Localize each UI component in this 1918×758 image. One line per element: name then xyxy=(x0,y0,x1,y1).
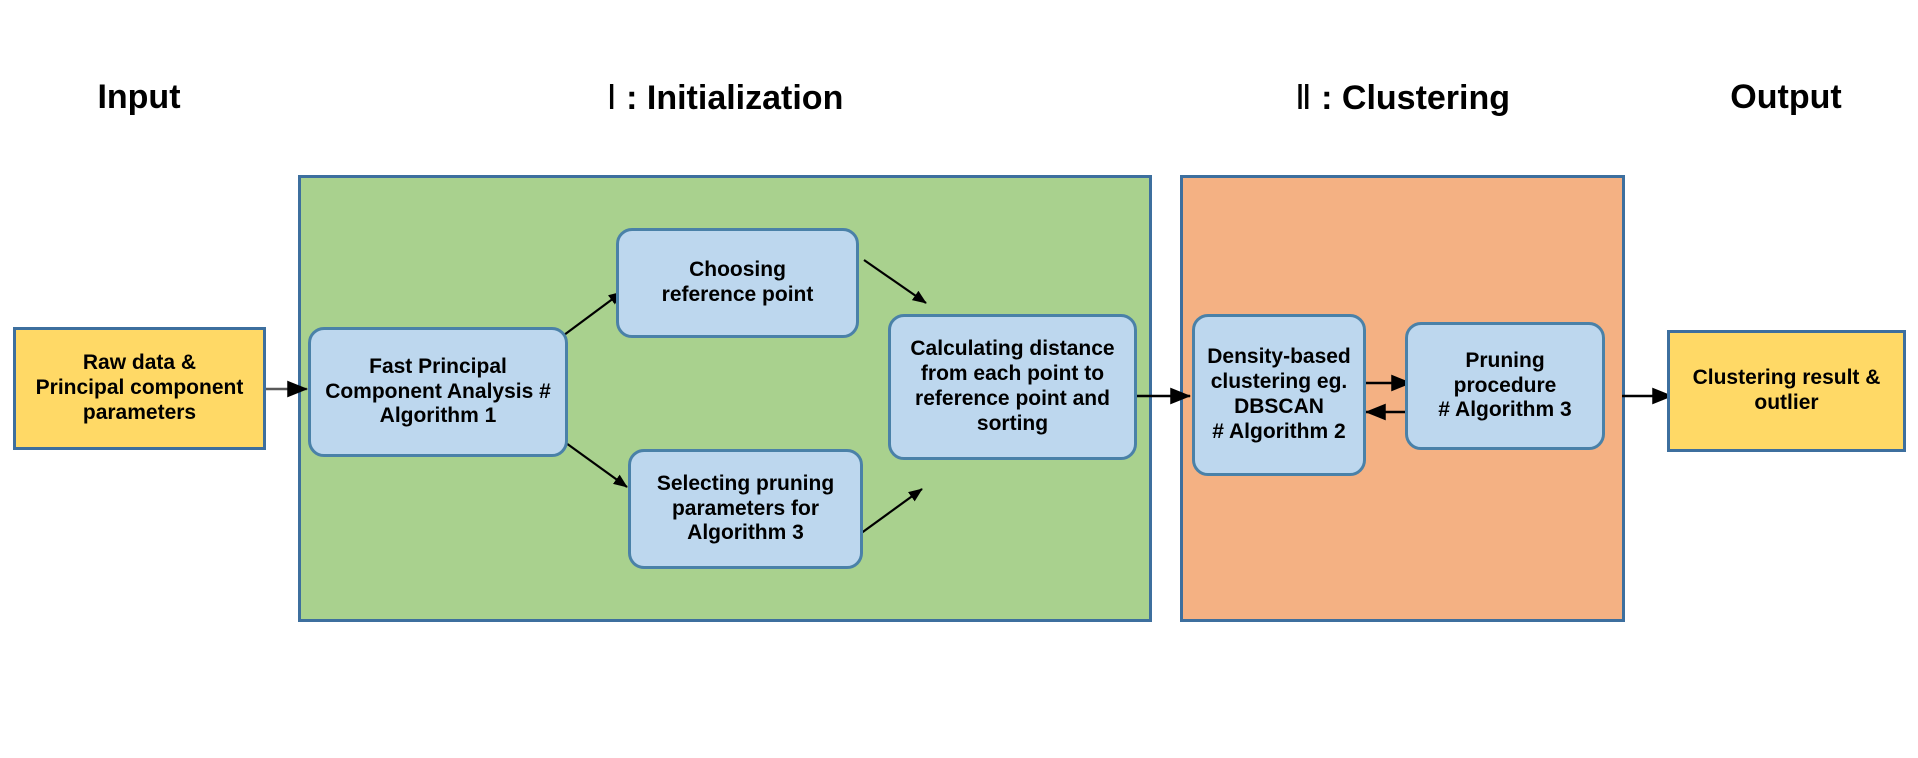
node-choosing-reference[interactable]: Choosing reference point xyxy=(616,228,859,338)
node-selecting-pruning[interactable]: Selecting pruning parameters for Algorit… xyxy=(628,449,863,569)
stage-title-input-label: Input xyxy=(97,78,181,116)
node-fast-pca[interactable]: Fast Principal Component Analysis # Algo… xyxy=(308,327,568,457)
node-input-data[interactable]: Raw data & Principal component parameter… xyxy=(13,327,266,450)
stage-title-initialization: Ⅰ : Initialization xyxy=(298,78,1152,118)
node-density-clustering[interactable]: Density-based clustering eg. DBSCAN # Al… xyxy=(1192,314,1366,476)
roman-numeral-one: Ⅰ xyxy=(606,80,617,117)
node-pruning-procedure[interactable]: Pruning procedure # Algorithm 3 xyxy=(1405,322,1605,450)
stage-title-output-label: Output xyxy=(1730,78,1842,116)
roman-numeral-two: Ⅱ xyxy=(1294,80,1312,117)
stage-title-clustering-label: : Clustering xyxy=(1311,79,1511,117)
node-calculating-distance[interactable]: Calculating distance from each point to … xyxy=(888,314,1137,460)
stage-title-input: Input xyxy=(13,78,265,117)
stage-title-initialization-label: : Initialization xyxy=(616,79,844,117)
node-output-result[interactable]: Clustering result & outlier xyxy=(1667,330,1906,452)
stage-title-output: Output xyxy=(1666,78,1906,117)
stage-title-clustering: Ⅱ : Clustering xyxy=(1180,78,1625,118)
